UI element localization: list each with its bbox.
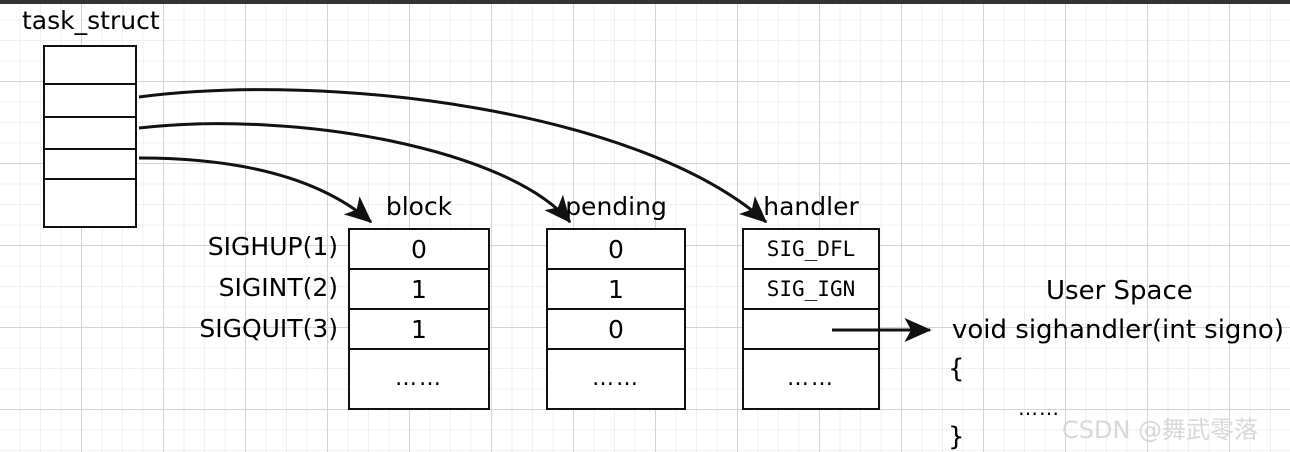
signal-label-sigint: SIGINT(2) bbox=[218, 273, 338, 302]
column-header-handler: handler bbox=[763, 192, 859, 221]
task-struct-row bbox=[45, 47, 135, 85]
pending-cell-sighup: 0 bbox=[548, 230, 684, 270]
task-struct-title: task_struct bbox=[22, 6, 160, 35]
handler-cell-overflow: …… bbox=[744, 350, 878, 407]
user-space-open-brace: { bbox=[948, 354, 965, 384]
task-struct-row bbox=[45, 118, 135, 150]
handler-cell-sigquit bbox=[744, 310, 878, 350]
task-struct-row bbox=[45, 180, 135, 225]
block-cell-overflow: …… bbox=[350, 350, 488, 407]
column-header-block: block bbox=[385, 192, 453, 221]
pending-cell-sigquit: 0 bbox=[548, 310, 684, 350]
user-space-title: User Space bbox=[1046, 276, 1193, 306]
block-table: 0 1 1 …… bbox=[348, 228, 490, 410]
handler-cell-sigint: SIG_IGN bbox=[744, 270, 878, 310]
signal-label-sighup: SIGHUP(1) bbox=[207, 232, 338, 261]
user-space-body-ellipsis: …… bbox=[1018, 396, 1060, 420]
user-space-function-signature: void sighandler(int signo) bbox=[952, 315, 1284, 345]
pending-cell-sigint: 1 bbox=[548, 270, 684, 310]
block-cell-sigint: 1 bbox=[350, 270, 488, 310]
pending-cell-overflow: …… bbox=[548, 350, 684, 407]
arrow-to-block bbox=[138, 156, 373, 224]
handler-table: SIG_DFL SIG_IGN …… bbox=[742, 228, 880, 410]
column-header-pending: pending bbox=[565, 192, 667, 221]
pending-table: 0 1 0 …… bbox=[546, 228, 686, 410]
block-cell-sighup: 0 bbox=[350, 230, 488, 270]
handler-cell-sighup: SIG_DFL bbox=[744, 230, 878, 270]
task-struct-row bbox=[45, 85, 135, 118]
signal-label-sigquit: SIGQUIT(3) bbox=[199, 314, 338, 343]
csdn-watermark: CSDN @舞武零落 bbox=[1062, 416, 1259, 444]
block-cell-sigquit: 1 bbox=[350, 310, 488, 350]
top-edge-bar bbox=[0, 0, 1290, 4]
task-struct-row bbox=[45, 150, 135, 180]
task-struct-box bbox=[43, 45, 137, 228]
user-space-close-brace: } bbox=[948, 422, 965, 452]
